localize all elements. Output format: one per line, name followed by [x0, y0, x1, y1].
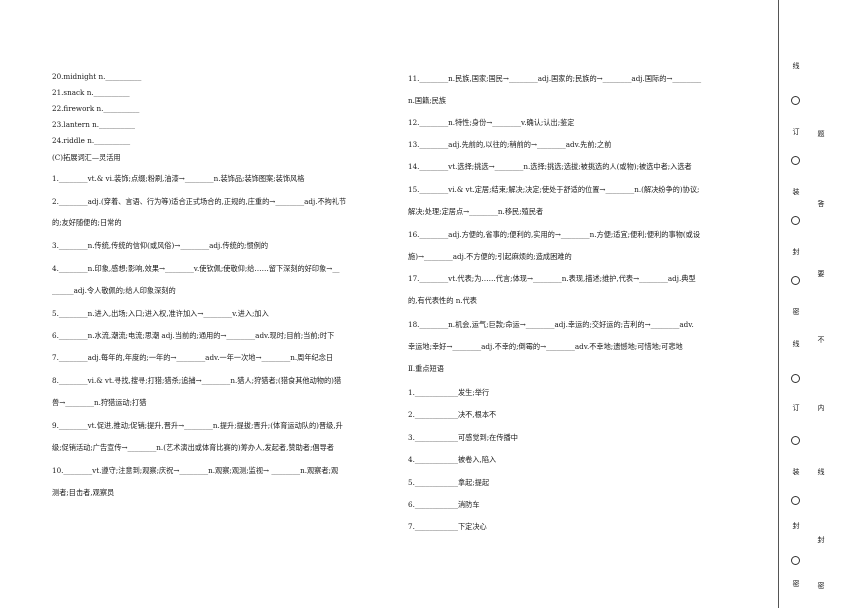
left-line: 1.________vt.& vi.装饰;点缀;粉刷,油漆→________n.…	[52, 174, 305, 183]
binding-note: 封	[817, 536, 825, 544]
binding-mark: 线	[792, 62, 800, 70]
right-line: n.国籍;民族	[408, 96, 447, 105]
binding-mark: 订	[792, 128, 800, 136]
left-line: 20.midnight n.__________	[52, 72, 142, 81]
left-line: 兽→________n.狩猎运动;打猎	[52, 398, 147, 407]
right-line: 的,有代表性的 n.代表	[408, 296, 477, 305]
binding-mark: 线	[792, 340, 800, 348]
binding-mark: 封	[792, 522, 800, 530]
right-line: 18.________n.机会,运气;巨款;命运→________adj.幸运的…	[408, 320, 694, 329]
left-line: 3.________n.传统,传统的信仰(或风俗)→________adj.传统…	[52, 241, 269, 250]
left-line: 的;友好随便的;日常的	[52, 218, 122, 227]
right-line: 7.____________下定决心	[408, 522, 487, 531]
binding-note: 内	[817, 404, 825, 412]
left-line: 2.________adj.(穿着、言语、行为等)适合正式场合的,正规的,庄重的…	[52, 197, 347, 206]
right-line: 幸运地;幸好→________adj.不幸的;倒霉的→________adv.不…	[408, 342, 683, 351]
right-line: 6.____________消防车	[408, 500, 480, 509]
binding-mark: 订	[792, 404, 800, 412]
binding-note: 答	[817, 200, 825, 208]
binding-line	[778, 0, 779, 608]
left-line: 级;促销活动;广告宣传→________n.(艺术演出或体育比赛的)筹办人,发起…	[52, 443, 334, 452]
binding-mark: 装	[792, 468, 800, 476]
right-line: 施)→________adj.不方便的;引起麻烦的;造成困难的	[408, 252, 572, 261]
right-line: 13.________adj.先前的,以往的;稍前的→________adv.先…	[408, 140, 612, 149]
right-line: 14.________vt.选择;挑选→________n.选择;挑选;选拔;被…	[408, 162, 692, 171]
right-line: 16.________adj.方便的,省事的;便利的,实用的→________n…	[408, 230, 701, 239]
right-line: 5.____________拿起;提起	[408, 478, 490, 487]
binding-note: 线	[817, 468, 825, 476]
binding-note: 不	[817, 336, 825, 344]
binding-note: 题	[817, 130, 825, 138]
binding-circle-icon	[791, 96, 800, 105]
right-line: 4.____________被卷入,陷入	[408, 455, 497, 464]
binding-mark: 装	[792, 188, 800, 196]
right-line: 1.____________发生;举行	[408, 388, 490, 397]
binding-mark: 密	[792, 308, 800, 316]
left-line: 22.firework n.__________	[52, 104, 140, 113]
binding-circle-icon	[791, 496, 800, 505]
right-line: 解决;处理;定居点→________n.移民;殖民者	[408, 207, 544, 216]
binding-note: 密	[817, 582, 825, 590]
binding-circle-icon	[791, 374, 800, 383]
binding-mark: 封	[792, 248, 800, 256]
left-line: 测者;目击者,观察员	[52, 488, 115, 497]
right-line: 17.________vt.代表;为……代言;体现→________n.表现,描…	[408, 274, 696, 283]
left-line: ______adj.令人敬佩的;给人印象深刻的	[52, 286, 176, 295]
right-line: 3.____________可感觉到;在传播中	[408, 433, 518, 442]
binding-circle-icon	[791, 276, 800, 285]
right-line: Ⅱ.重点短语	[408, 364, 444, 373]
left-line: 23.lantern n.__________	[52, 120, 135, 129]
left-line: (C)拓展词汇—灵活用	[52, 153, 121, 162]
right-line: 11.________n.民族,国家;国民→________adj.国家的;民族…	[408, 74, 702, 83]
left-line: 8.________vi.& vt.寻找,搜寻;打猎;猎杀;追捕→_______…	[52, 376, 342, 385]
left-line: 21.snack n.__________	[52, 88, 130, 97]
left-line: 10.________vt.遵守;注意到;观察;庆祝→________n.观察;…	[52, 466, 339, 475]
right-line: 12.________n.特性;身份→________v.确认;认出;鉴定	[408, 118, 575, 127]
binding-note: 要	[817, 270, 825, 278]
binding-circle-icon	[791, 436, 800, 445]
binding-mark: 密	[792, 580, 800, 588]
right-line: 2.____________决不,根本不	[408, 410, 497, 419]
binding-margin: 线订装封密线订装封密	[790, 0, 808, 608]
left-line: 9.________vt.促进,推动;促销;提升,晋升→________n.提升…	[52, 421, 343, 430]
binding-circle-icon	[791, 556, 800, 565]
left-line: 6.________n.水流,潮流;电流;思潮 adj.当前的;通用的→____…	[52, 331, 335, 340]
binding-circle-icon	[791, 156, 800, 165]
left-line: 24.riddle n.__________	[52, 136, 131, 145]
binding-circle-icon	[791, 216, 800, 225]
left-line: 7.________adj.每年的,年度的;一年的→________adv.一年…	[52, 353, 334, 362]
left-line: 4.________n.印象,感想;影响,效果→________v.使钦佩;使敬…	[52, 264, 340, 273]
left-line: 5.________n.进入,出场;入口;进入权,准许加入→________v.…	[52, 309, 269, 318]
binding-margin-notes: 题答要不内线封密	[815, 0, 829, 608]
right-line: 15.________vi.& vt.定居;结束;解决;决定;使处于舒适的位置→…	[408, 185, 700, 194]
